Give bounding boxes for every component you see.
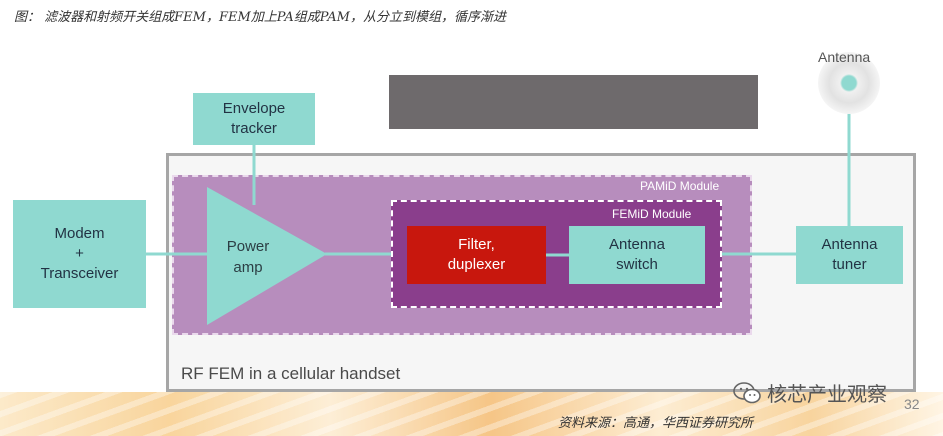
envelope-tracker-block: Envelope tracker	[193, 93, 315, 145]
antenna-label: Antenna	[818, 49, 871, 65]
page-number: 32	[904, 396, 920, 412]
filter-duplexer-block: Filter, duplexer	[407, 226, 546, 284]
handset-label: RF FEM in a cellular handset	[181, 364, 401, 383]
femid-module-label: FEMiD Module	[612, 207, 692, 221]
filter-line-1: Filter,	[458, 236, 495, 253]
watermark: 核芯产业观察	[733, 378, 887, 407]
antenna-tuner-line-1: Antenna	[821, 236, 878, 253]
power-amp-label: Power amp	[216, 236, 280, 278]
power-amp-line-1: Power	[226, 238, 270, 255]
envelope-tracker-line-1: Envelope	[222, 100, 286, 117]
pamid-module-label: PAMiD Module	[640, 179, 720, 193]
figure-caption: 图： 滤波器和射频开关组成FEM，FEM加上PA组成PAM，从分立到模组，循序渐…	[14, 10, 506, 25]
watermark-text: 核芯产业观察	[767, 384, 887, 406]
power-amp-triangle	[207, 187, 327, 325]
antenna-switch-line-2: switch	[616, 256, 658, 273]
modem-line-1: Modem	[54, 225, 105, 242]
antenna-switch-line-1: Antenna	[609, 236, 665, 253]
wechat-icon	[733, 381, 761, 403]
antenna-tuner-block: Antenna tuner	[796, 226, 903, 284]
envelope-tracker-line-2: tracker	[231, 120, 277, 137]
decorative-band	[0, 392, 943, 436]
antenna-switch-block: Antenna switch	[569, 226, 705, 284]
modem-line-2: +	[75, 245, 84, 262]
dark-placeholder-bar	[389, 75, 758, 129]
antenna-tuner-line-2: tuner	[832, 256, 867, 273]
power-amp-line-2: amp	[233, 259, 263, 276]
modem-transceiver-block: Modem + Transceiver	[13, 200, 146, 308]
antenna-icon	[818, 52, 880, 114]
filter-line-2: duplexer	[447, 256, 506, 273]
source-note: 资料来源：高通，华西证券研究所	[558, 416, 754, 431]
modem-line-3: Transceiver	[40, 265, 119, 282]
